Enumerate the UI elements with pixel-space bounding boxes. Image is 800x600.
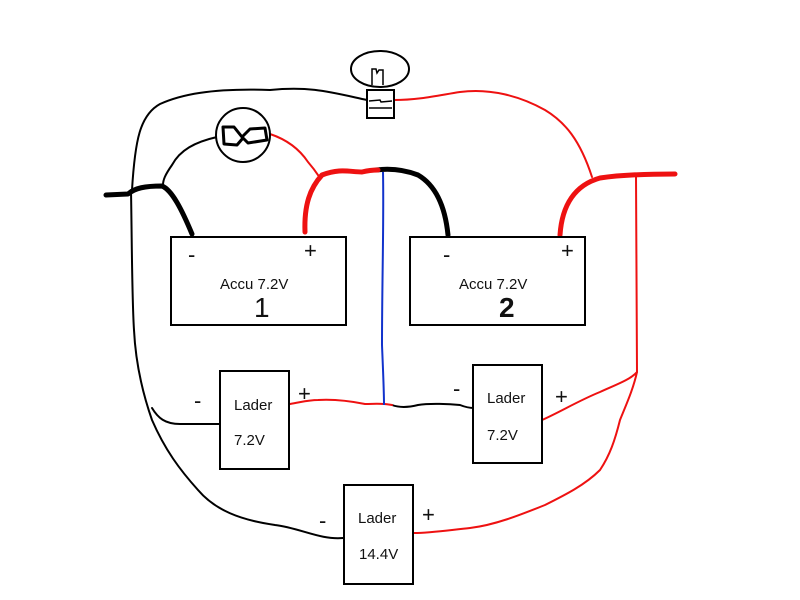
accu2-minus-label: - [443,242,451,267]
charger-lader-3: Lader 14.4V [343,484,414,585]
battery-accu-1: - + Accu 7.2V 1 [170,236,347,326]
lader3-title: Lader [358,510,397,527]
accu2-plus-label: + [561,238,574,263]
lader2-title: Lader [487,390,526,407]
wire-switch-to-left-bus [131,87,368,191]
lader1-minus-label: - [194,388,202,413]
wire-series-link [380,171,385,406]
negative-wires [130,87,475,540]
switch-icon[interactable] [366,89,395,119]
lamp-icon [350,50,410,88]
positive-wires [269,89,638,534]
battery-accu-2: - + Accu 7.2V 2 [409,236,586,326]
charger-lader-2: Lader 7.2V [472,364,543,464]
accu1-plus-label: + [304,238,317,263]
accu1-title: Accu 7.2V [220,276,289,293]
motor-icon [215,107,271,163]
accu1-number: 1 [254,292,270,323]
wire-accu1-plus [302,167,381,235]
charger-lader-1: Lader 7.2V [219,370,290,470]
lader1-plus-label: + [298,381,311,406]
wire-lader1-plus-to-link [289,398,393,406]
thick-negative-wires [103,166,451,238]
lader1-voltage: 7.2V [234,432,265,449]
thick-positive-wires [302,167,678,238]
wire-switch-to-right [393,89,593,178]
lader2-plus-label: + [555,384,568,409]
wire-lader1-minus [151,407,221,425]
lader3-minus-label: - [319,508,327,533]
accu2-title: Accu 7.2V [459,276,528,293]
accu1-minus-label: - [188,242,196,267]
wire-motor-to-accu1-plus [269,133,321,179]
lader2-voltage: 7.2V [487,427,518,444]
lader3-plus-label: + [422,502,435,527]
lader2-minus-label: - [453,376,461,401]
wire-right-bus [413,174,638,534]
wire-link-to-lader2-minus [391,402,475,409]
accu2-number: 2 [499,292,515,323]
wire-lader2-plus [541,371,638,421]
lader1-title: Lader [234,397,273,414]
wire-left-bus-main [130,189,344,540]
wire-accu1-minus [103,183,195,237]
wire-accu2-plus [557,171,678,238]
wire-motor-to-accu1 [162,136,218,186]
wire-accu2-minus [373,166,451,238]
lader3-voltage: 14.4V [359,546,399,563]
